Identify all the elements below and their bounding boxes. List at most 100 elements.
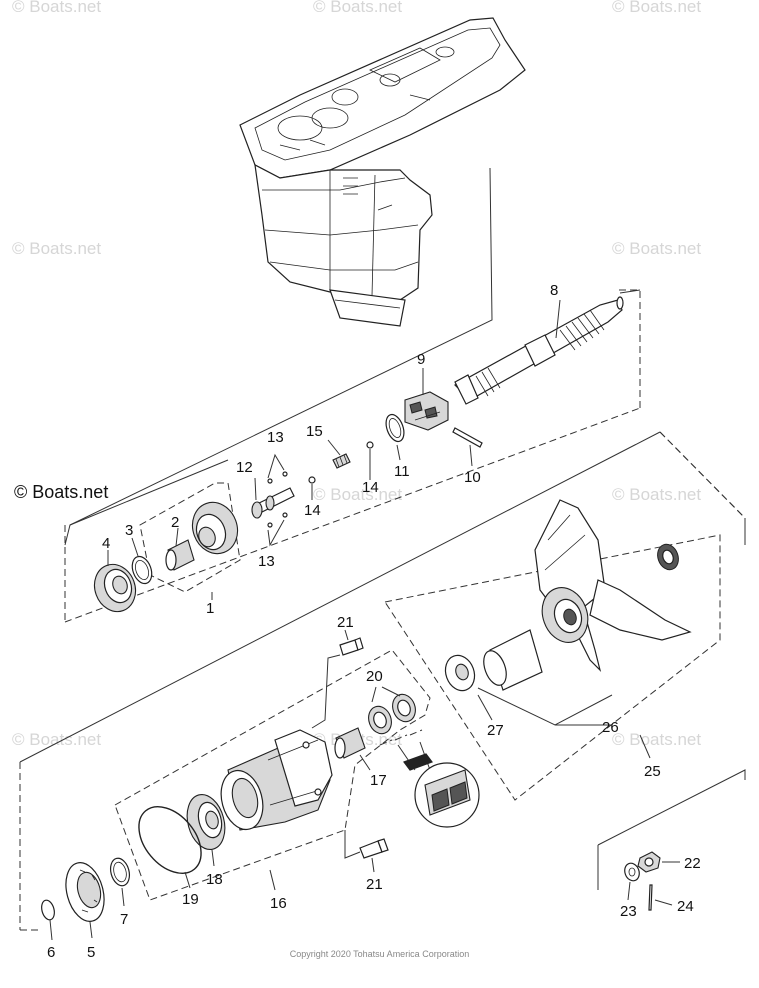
reverse-gear (191, 501, 239, 555)
callout-6: 6 (47, 944, 55, 961)
callout-12: 12 (236, 459, 253, 476)
callout-18: 18 (206, 871, 223, 888)
callout-14b: 14 (304, 502, 321, 519)
group-frame (64, 289, 641, 623)
callout-27: 27 (487, 722, 504, 739)
callout-24: 24 (677, 898, 694, 915)
shim (131, 537, 153, 585)
callout-26: 26 (602, 719, 619, 736)
callout-20: 20 (366, 668, 383, 685)
propeller (534, 499, 692, 672)
callout-14a: 14 (362, 479, 379, 496)
leader-line (269, 869, 276, 891)
leader-line (89, 921, 93, 939)
callout-8: 8 (550, 282, 558, 299)
snap-ring (41, 899, 55, 941)
callout-19: 19 (182, 891, 199, 908)
callout-13b: 13 (258, 553, 275, 570)
watermark-prominent: © Boats.net (14, 482, 109, 502)
leader-line (121, 887, 125, 907)
bolt-upper (339, 629, 364, 656)
ball (366, 441, 374, 449)
callout-9: 9 (417, 351, 425, 368)
callout-17: 17 (370, 772, 387, 789)
leader-line (327, 439, 341, 456)
callout-1: 1 (206, 600, 214, 617)
shim-ring (109, 857, 131, 907)
leader-line (69, 459, 229, 526)
leader-line (131, 537, 139, 557)
watermark: © Boats.net (12, 730, 101, 749)
oil-seal (368, 686, 416, 735)
callout-4: 4 (102, 535, 110, 552)
leader-line (627, 881, 631, 901)
leader-line (267, 519, 285, 547)
callout-16: 16 (270, 895, 287, 912)
spring-ring (385, 413, 405, 461)
ball-bearing (186, 794, 226, 867)
leader-line (267, 453, 285, 479)
callout-2: 2 (171, 514, 179, 531)
callout-7: 7 (120, 911, 128, 928)
leader-line (64, 167, 493, 546)
callout-23: 23 (620, 903, 637, 920)
leader-line (344, 830, 361, 859)
leader-line (477, 687, 613, 726)
leader-line (371, 686, 401, 703)
bearing-carrier (220, 729, 333, 831)
callouts: 1 2 3 4 5 6 7 8 9 10 11 12 13 13 14 14 1… (47, 282, 701, 961)
callout-15: 15 (306, 423, 323, 440)
leader-line (477, 694, 493, 721)
o-ring (138, 806, 202, 889)
watermark: © Boats.net (612, 485, 701, 504)
leader-line (184, 871, 191, 889)
group-frame (384, 534, 721, 801)
ball (282, 471, 288, 477)
propeller-shaft (454, 296, 624, 405)
prop-seal (657, 543, 679, 571)
callout-25: 25 (644, 763, 661, 780)
watermark: © Boats.net (12, 0, 101, 16)
callout-13a: 13 (267, 429, 284, 446)
bolt-lower (359, 838, 389, 873)
watermark: © Boats.net (612, 239, 701, 258)
leader-line (597, 769, 746, 890)
clutch (404, 368, 449, 431)
callout-21a: 21 (337, 614, 354, 631)
watermark: © Boats.net (313, 485, 402, 504)
prop-bushing (483, 629, 543, 691)
leader-line (654, 899, 673, 906)
cotter-pin (648, 884, 673, 911)
watermark: © Boats.net (612, 0, 701, 16)
leader-line (344, 629, 349, 641)
watermark: © Boats.net (612, 730, 701, 749)
watermark: © Boats.net (12, 239, 101, 258)
ball-bearing (93, 550, 137, 613)
callout-5: 5 (87, 944, 95, 961)
washer (624, 862, 640, 901)
gear-case-housing (239, 17, 526, 327)
callout-10: 10 (464, 469, 481, 486)
callout-3: 3 (125, 522, 133, 539)
watermarks: © Boats.net © Boats.net © Boats.net © Bo… (12, 0, 701, 749)
needle-bearing (165, 527, 195, 571)
leader-line (555, 299, 561, 339)
seal-detail-inset (379, 729, 480, 828)
leader-line (371, 857, 375, 873)
needle-bearing (334, 727, 371, 771)
ball (267, 522, 273, 528)
leader-line (311, 654, 341, 729)
cross-pin (452, 427, 483, 467)
callout-11: 11 (394, 463, 410, 480)
watermark: © Boats.net (313, 0, 402, 16)
callout-22: 22 (684, 855, 701, 872)
group-frame (114, 649, 431, 901)
ball (308, 476, 316, 484)
leader-line (359, 754, 371, 771)
leader-line (175, 527, 179, 547)
thrust-washer (444, 654, 493, 721)
copyright-text: Copyright 2020 Tohatsu America Corporati… (289, 949, 470, 959)
leader-line (19, 431, 746, 763)
